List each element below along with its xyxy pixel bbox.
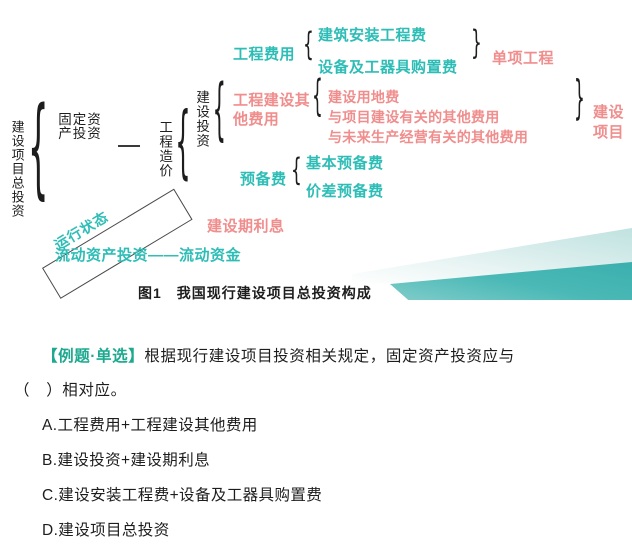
brace-engineering-fee: { <box>303 26 314 65</box>
brace-single-project: } <box>471 24 482 64</box>
node-project-cost: 工程造价 <box>157 120 173 178</box>
quiz-block: 【例题·单选】根据现行建设项目投资相关规定，固定资产投资应与 （ ）相对应。 A… <box>0 318 632 547</box>
node-future-operation-fee: 与未来生产经营有关的其他费用 <box>328 129 529 145</box>
node-price-diff-reserve: 价差预备费 <box>306 183 384 200</box>
teal-wave-decoration <box>352 228 632 300</box>
node-construction-interest: 建设期利息 <box>207 218 285 235</box>
connector-dash <box>118 145 140 147</box>
node-total-investment: 建设项目总投资 <box>9 120 25 218</box>
node-build-install-fee: 建筑安装工程费 <box>318 27 427 44</box>
figure-caption: 图1 我国现行建设项目总投资构成 <box>138 285 372 300</box>
brace-construction-project: } <box>574 73 585 128</box>
investment-composition-diagram: 建设项目总投资 { 固定资产投资 工程造价 { 建设投资 { 工程费用 { 建筑… <box>9 24 632 300</box>
node-basic-reserve: 基本预备费 <box>306 155 384 172</box>
brace-engineering-other-fee: { <box>312 72 323 123</box>
node-land-fee: 建设用地费 <box>328 89 400 105</box>
node-single-project: 单项工程 <box>492 50 555 67</box>
brace-construction-investment: { <box>212 67 227 149</box>
node-equipment-fee: 设备及工器具购置费 <box>318 59 458 76</box>
node-related-project-fee: 与项目建设有关的其他费用 <box>328 109 500 125</box>
quiz-option-d[interactable]: D.建设项目总投资 <box>42 522 170 539</box>
quiz-option-a[interactable]: A.工程费用+工程建设其他费用 <box>42 417 258 434</box>
node-engineering-fee: 工程费用 <box>233 46 296 63</box>
quiz-stem-text: 根据现行建设项目投资相关规定，固定资产投资应与 <box>144 348 515 365</box>
node-current-asset-investment: 流动资产投资——流动资金 <box>55 247 242 264</box>
quiz-option-c[interactable]: C.建设安装工程费+设备及工器具购置费 <box>42 487 323 504</box>
quiz-option-b[interactable]: B.建设投资+建设期利息 <box>42 452 210 469</box>
node-construction-project: 建设项目 <box>593 104 625 141</box>
brace-project-cost: { <box>175 100 191 191</box>
node-reserve-fee: 预备费 <box>240 171 287 188</box>
quiz-stem-line1: 【例题·单选】根据现行建设项目投资相关规定，固定资产投资应与 <box>42 344 515 366</box>
quiz-tag: 【例题·单选】 <box>42 348 145 365</box>
quiz-stem-line2: （ ）相对应。 <box>14 382 127 399</box>
node-construction-investment: 建设投资 <box>194 90 210 148</box>
brace-reserve-fee: { <box>291 152 302 190</box>
node-fixed-asset-investment: 固定资产投资 <box>58 112 102 142</box>
brace-root: { <box>27 88 49 214</box>
node-engineering-other-fee: 工程建设其他费用 <box>233 92 311 128</box>
